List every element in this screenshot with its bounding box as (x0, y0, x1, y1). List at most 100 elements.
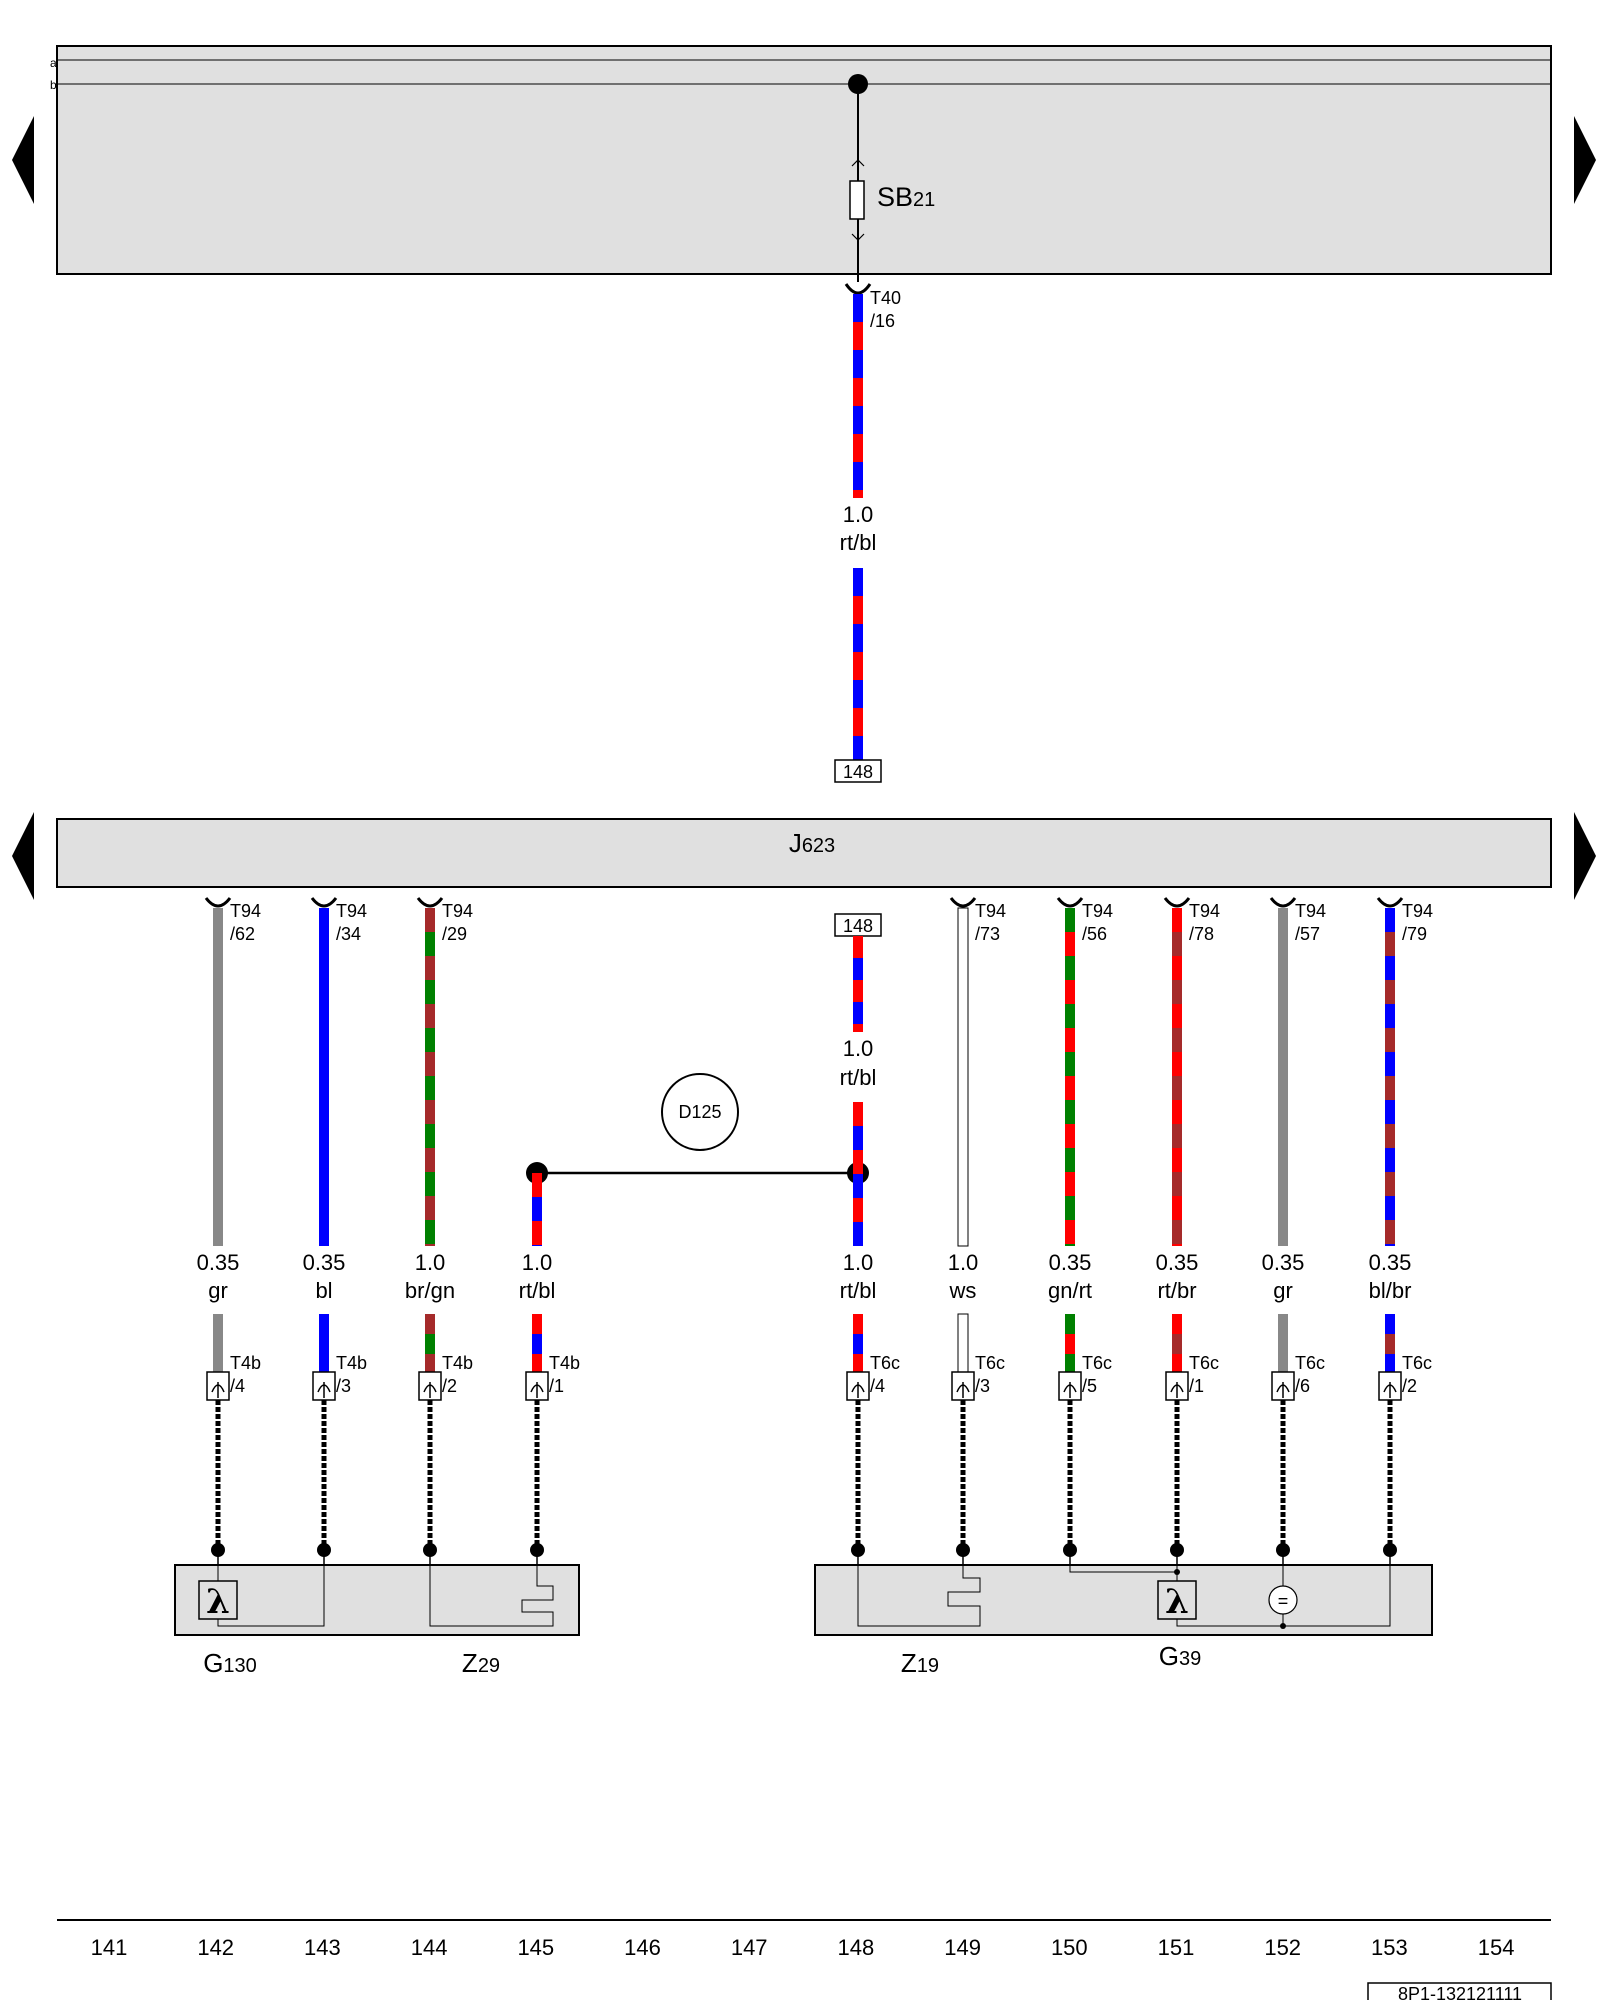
wire-color: br/gn (405, 1278, 455, 1303)
inner-ref-color: rt/bl (840, 1065, 877, 1090)
wire-stripe-seg (425, 932, 435, 956)
bottom-connector-pin: /6 (1295, 1376, 1310, 1396)
ecu-block[interactable] (56, 818, 1552, 888)
pin-arrow-icon (1383, 1382, 1397, 1398)
nav-left-arrow-icon[interactable] (12, 116, 34, 204)
pin-arrow-icon (1170, 1382, 1184, 1398)
bottom-connector-pin: /2 (442, 1376, 457, 1396)
wire-stripe-seg (1385, 1004, 1395, 1028)
wire-stripe-seg (1065, 1004, 1075, 1028)
wire-stripe-seg (853, 1174, 863, 1198)
wire-stripe-seg (213, 932, 223, 956)
top-wire-stripe-2-seg (853, 596, 863, 624)
wire-color: gn/rt (1048, 1278, 1092, 1303)
wire-gauge: 0.35 (197, 1250, 240, 1275)
wire-stripe-seg (319, 980, 329, 1004)
component-block-right[interactable] (814, 1564, 1433, 1636)
heater-element-icon-2 (857, 1550, 981, 1627)
wire-stripe-seg (1065, 1052, 1075, 1076)
pin-arrow-icon (317, 1382, 331, 1398)
bottom-connector-name: T6c (870, 1353, 900, 1373)
wire-color: rt/bl (840, 1278, 877, 1303)
bottom-connector-name: T6c (1082, 1353, 1112, 1373)
wire-stripe-seg (319, 1004, 329, 1028)
wire-stripe-seg (1172, 1004, 1182, 1028)
ground-point[interactable] (661, 1073, 739, 1151)
wire-stripe-seg (1385, 1244, 1395, 1246)
wire-stripe-seg (1065, 1196, 1075, 1220)
wire-stripe-lower-seg (213, 1354, 223, 1372)
ref-box[interactable] (834, 759, 882, 783)
nav-left-arrow-icon-2[interactable] (12, 812, 34, 900)
wire-stripe-seg (1065, 1076, 1075, 1100)
bottom-connector-name: T6c (975, 1353, 1005, 1373)
wire-stripe-seg (1278, 1196, 1288, 1220)
nav-right-arrow-icon-2[interactable] (1574, 812, 1596, 900)
top-connector-name: T94 (1295, 901, 1326, 921)
wire-stripe-seg (1065, 1100, 1075, 1124)
wire-stripe-seg (1385, 1052, 1395, 1076)
wire-stripe-lower-seg (1065, 1354, 1075, 1372)
wire-stripe-seg (425, 1244, 435, 1246)
nav-right-arrow-icon[interactable] (1574, 116, 1596, 204)
inner-ref-wire-1 (853, 936, 863, 1032)
top-connector-pin: /62 (230, 924, 255, 944)
wire-stripe-seg (425, 1196, 435, 1220)
g39-node (1174, 1569, 1180, 1575)
wire-stripe-seg (532, 1245, 542, 1246)
wire-stripe-seg (319, 1196, 329, 1220)
wire-stripe-seg (1065, 1172, 1075, 1196)
fuse-arrow-up-icon (851, 159, 865, 167)
top-connector-pin: /78 (1189, 924, 1214, 944)
fuse-icon[interactable] (849, 180, 865, 220)
wire-stripe-lower-seg (1172, 1314, 1182, 1334)
bottom-connector-name: T4b (336, 1353, 367, 1373)
doc-id-box (1367, 1982, 1552, 2000)
wire-stripe-seg (425, 1052, 435, 1076)
wire-gauge: 0.35 (1049, 1250, 1092, 1275)
connector-socket-icon (1056, 897, 1084, 908)
wire-stripe-seg (1065, 1028, 1075, 1052)
doc-id: 8P1-132121111 (1398, 1984, 1522, 2000)
wire-stripe-seg (1065, 980, 1075, 1004)
scale-label: 141 (91, 1935, 128, 1960)
component-label-g130: G130 (203, 1648, 257, 1678)
wire-stripe-seg (1278, 1172, 1288, 1196)
lambda-sensor-glyph: λ (206, 1582, 230, 1622)
top-wire-color: rt/bl (840, 530, 877, 555)
bottom-connector-name: T4b (442, 1353, 473, 1373)
bottom-connector-name: T6c (1295, 1353, 1325, 1373)
bottom-connector-name: T4b (230, 1353, 261, 1373)
connector-socket-icon (1269, 897, 1297, 908)
wire-stripe-seg (532, 1221, 542, 1245)
wire-stripe-seg (319, 956, 329, 980)
top-wire-stripe-seg (853, 322, 863, 350)
inner-ref-gauge: 1.0 (843, 1036, 874, 1061)
wire-stripe-lower-seg (1278, 1354, 1288, 1372)
fuse-arrow-down-icon (851, 233, 865, 241)
wire-stripe-seg (1278, 956, 1288, 980)
wire-stripe-seg (425, 1028, 435, 1052)
top-connector-pin: /73 (975, 924, 1000, 944)
wire-stripe-lower-seg (1172, 1334, 1182, 1354)
connector-socket-icon (310, 897, 338, 908)
connector-socket-icon (204, 897, 232, 908)
wire-stripe-seg (1278, 932, 1288, 956)
wire-stripe-seg (532, 1197, 542, 1221)
fuse-panel (56, 45, 1552, 275)
wire-stripe-lower-seg (1065, 1314, 1075, 1334)
pin-arrow-icon (211, 1382, 225, 1398)
connector-socket-icon (949, 897, 977, 908)
top-connector-name: T94 (1402, 901, 1433, 921)
top-connector-name: T94 (1189, 901, 1220, 921)
wire-stripe-lower-seg (532, 1354, 542, 1372)
top-wire-stripe-2-seg (853, 680, 863, 708)
scale-label: 150 (1051, 1935, 1088, 1960)
pin-arrow-icon (851, 1382, 865, 1398)
wire-stripe-seg (213, 1244, 223, 1246)
wire-stripe-seg (1172, 908, 1182, 932)
component-block-left[interactable] (174, 1564, 580, 1636)
ref-box-label: 148 (843, 762, 873, 782)
